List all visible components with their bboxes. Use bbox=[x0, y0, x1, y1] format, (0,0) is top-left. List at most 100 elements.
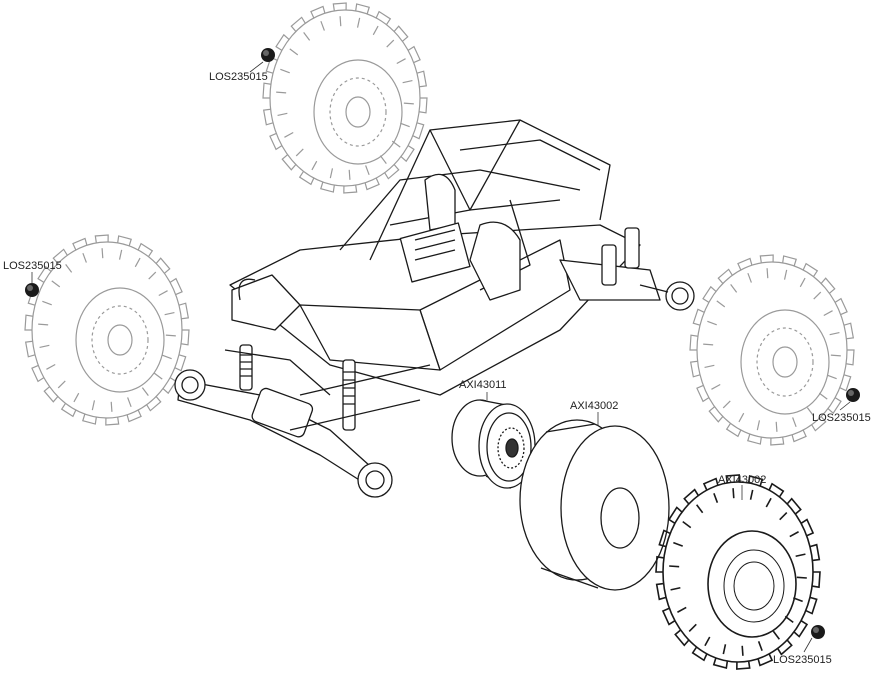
tread-detail bbox=[806, 407, 814, 417]
tread-detail bbox=[722, 644, 727, 655]
tread-detail bbox=[403, 102, 414, 105]
label-nut-bottom: LOS235015 bbox=[773, 654, 832, 666]
tread-detail bbox=[704, 364, 715, 369]
tread-lug bbox=[689, 334, 699, 351]
tread-lug bbox=[262, 108, 274, 126]
tread-lug bbox=[811, 571, 821, 589]
tread-lug bbox=[265, 56, 278, 74]
tread-lug bbox=[717, 268, 733, 284]
tread-lug bbox=[24, 340, 36, 358]
tread-detail bbox=[779, 512, 788, 521]
tread-detail bbox=[688, 623, 697, 632]
tread-lug bbox=[31, 364, 45, 383]
tread-detail bbox=[356, 17, 361, 28]
tread-detail bbox=[379, 155, 387, 165]
tread-detail bbox=[141, 387, 149, 397]
tread-detail bbox=[713, 493, 719, 503]
tread-lug bbox=[712, 657, 729, 670]
tread-lug bbox=[805, 596, 818, 615]
tread-detail bbox=[295, 148, 304, 157]
tread-detail bbox=[118, 249, 123, 260]
tread-detail bbox=[153, 372, 163, 380]
tread-detail bbox=[738, 412, 745, 423]
tread-detail bbox=[400, 122, 410, 128]
tread-detail bbox=[372, 25, 379, 36]
tread-detail bbox=[829, 331, 840, 336]
tread-lug bbox=[793, 619, 809, 638]
label-nut-right: LOS235015 bbox=[812, 412, 871, 424]
tread-detail bbox=[730, 283, 738, 293]
tread-lug bbox=[770, 437, 785, 446]
tread-detail bbox=[696, 504, 704, 514]
tread-detail bbox=[682, 521, 692, 529]
tread-detail bbox=[51, 280, 61, 288]
tread-lug bbox=[696, 384, 710, 403]
tread-detail bbox=[402, 79, 413, 84]
tread-lug bbox=[155, 257, 171, 274]
tread-lug bbox=[736, 660, 751, 670]
tread-lug bbox=[281, 154, 297, 171]
tread-lug bbox=[674, 629, 690, 647]
label-tire: AXI43002 bbox=[718, 474, 767, 486]
tread-lug bbox=[178, 302, 190, 320]
tread-detail bbox=[276, 91, 287, 94]
tread-detail bbox=[396, 58, 406, 65]
tread-lug bbox=[692, 308, 705, 326]
tread-detail bbox=[789, 531, 799, 538]
wheel-nut-bottom bbox=[811, 625, 825, 639]
tread-lug bbox=[691, 646, 708, 662]
tread-detail bbox=[673, 541, 683, 547]
tread-lug bbox=[146, 396, 162, 412]
leader-lines bbox=[31, 61, 851, 653]
tread-detail bbox=[311, 160, 318, 171]
tread-detail bbox=[772, 630, 780, 640]
tread-lug bbox=[269, 132, 283, 151]
tread-detail bbox=[134, 257, 141, 268]
tread-detail bbox=[677, 606, 687, 613]
tread-detail bbox=[741, 645, 744, 656]
tread-lug bbox=[802, 262, 819, 277]
tread-lug bbox=[52, 248, 68, 264]
tread-lug bbox=[839, 374, 852, 392]
tread-lug bbox=[320, 181, 335, 193]
tread-detail bbox=[823, 310, 833, 317]
tread-detail bbox=[162, 354, 172, 360]
label-wheel: AXI43011 bbox=[459, 379, 507, 391]
tread-detail bbox=[277, 112, 288, 117]
tread-detail bbox=[669, 565, 680, 568]
tread-lug bbox=[820, 277, 836, 294]
tread-detail bbox=[91, 400, 96, 411]
tread-lug bbox=[310, 5, 326, 19]
tread-lug bbox=[811, 416, 827, 432]
tire-foam-insert bbox=[519, 419, 670, 591]
tread-lug bbox=[661, 607, 676, 626]
tread-detail bbox=[813, 291, 822, 300]
tread-detail bbox=[386, 39, 395, 48]
wheel-nut-top bbox=[261, 48, 275, 62]
tread-lug bbox=[174, 354, 187, 372]
ghost-tire-right bbox=[689, 254, 855, 446]
label-nut-left: LOS235015 bbox=[3, 260, 62, 272]
tread-detail bbox=[747, 272, 752, 283]
tread-lug bbox=[782, 255, 797, 267]
tread-detail bbox=[42, 300, 52, 306]
tread-lug bbox=[400, 145, 415, 163]
tread-lug bbox=[343, 185, 358, 194]
tread-lug bbox=[747, 474, 764, 487]
tread-detail bbox=[38, 323, 49, 326]
tread-lug bbox=[768, 482, 785, 498]
tread-detail bbox=[101, 248, 104, 259]
wheel bbox=[451, 399, 536, 489]
tread-detail bbox=[46, 363, 56, 370]
tread-lug bbox=[809, 543, 821, 562]
tread-detail bbox=[827, 374, 837, 380]
tread-detail bbox=[749, 489, 754, 500]
tread-lug bbox=[364, 177, 380, 191]
tread-detail bbox=[280, 68, 290, 74]
tread-lug bbox=[725, 423, 742, 438]
tread-lug bbox=[702, 477, 719, 491]
tread-detail bbox=[795, 553, 806, 558]
tread-detail bbox=[110, 401, 113, 412]
tread-detail bbox=[165, 334, 176, 337]
tread-lug bbox=[800, 518, 815, 537]
